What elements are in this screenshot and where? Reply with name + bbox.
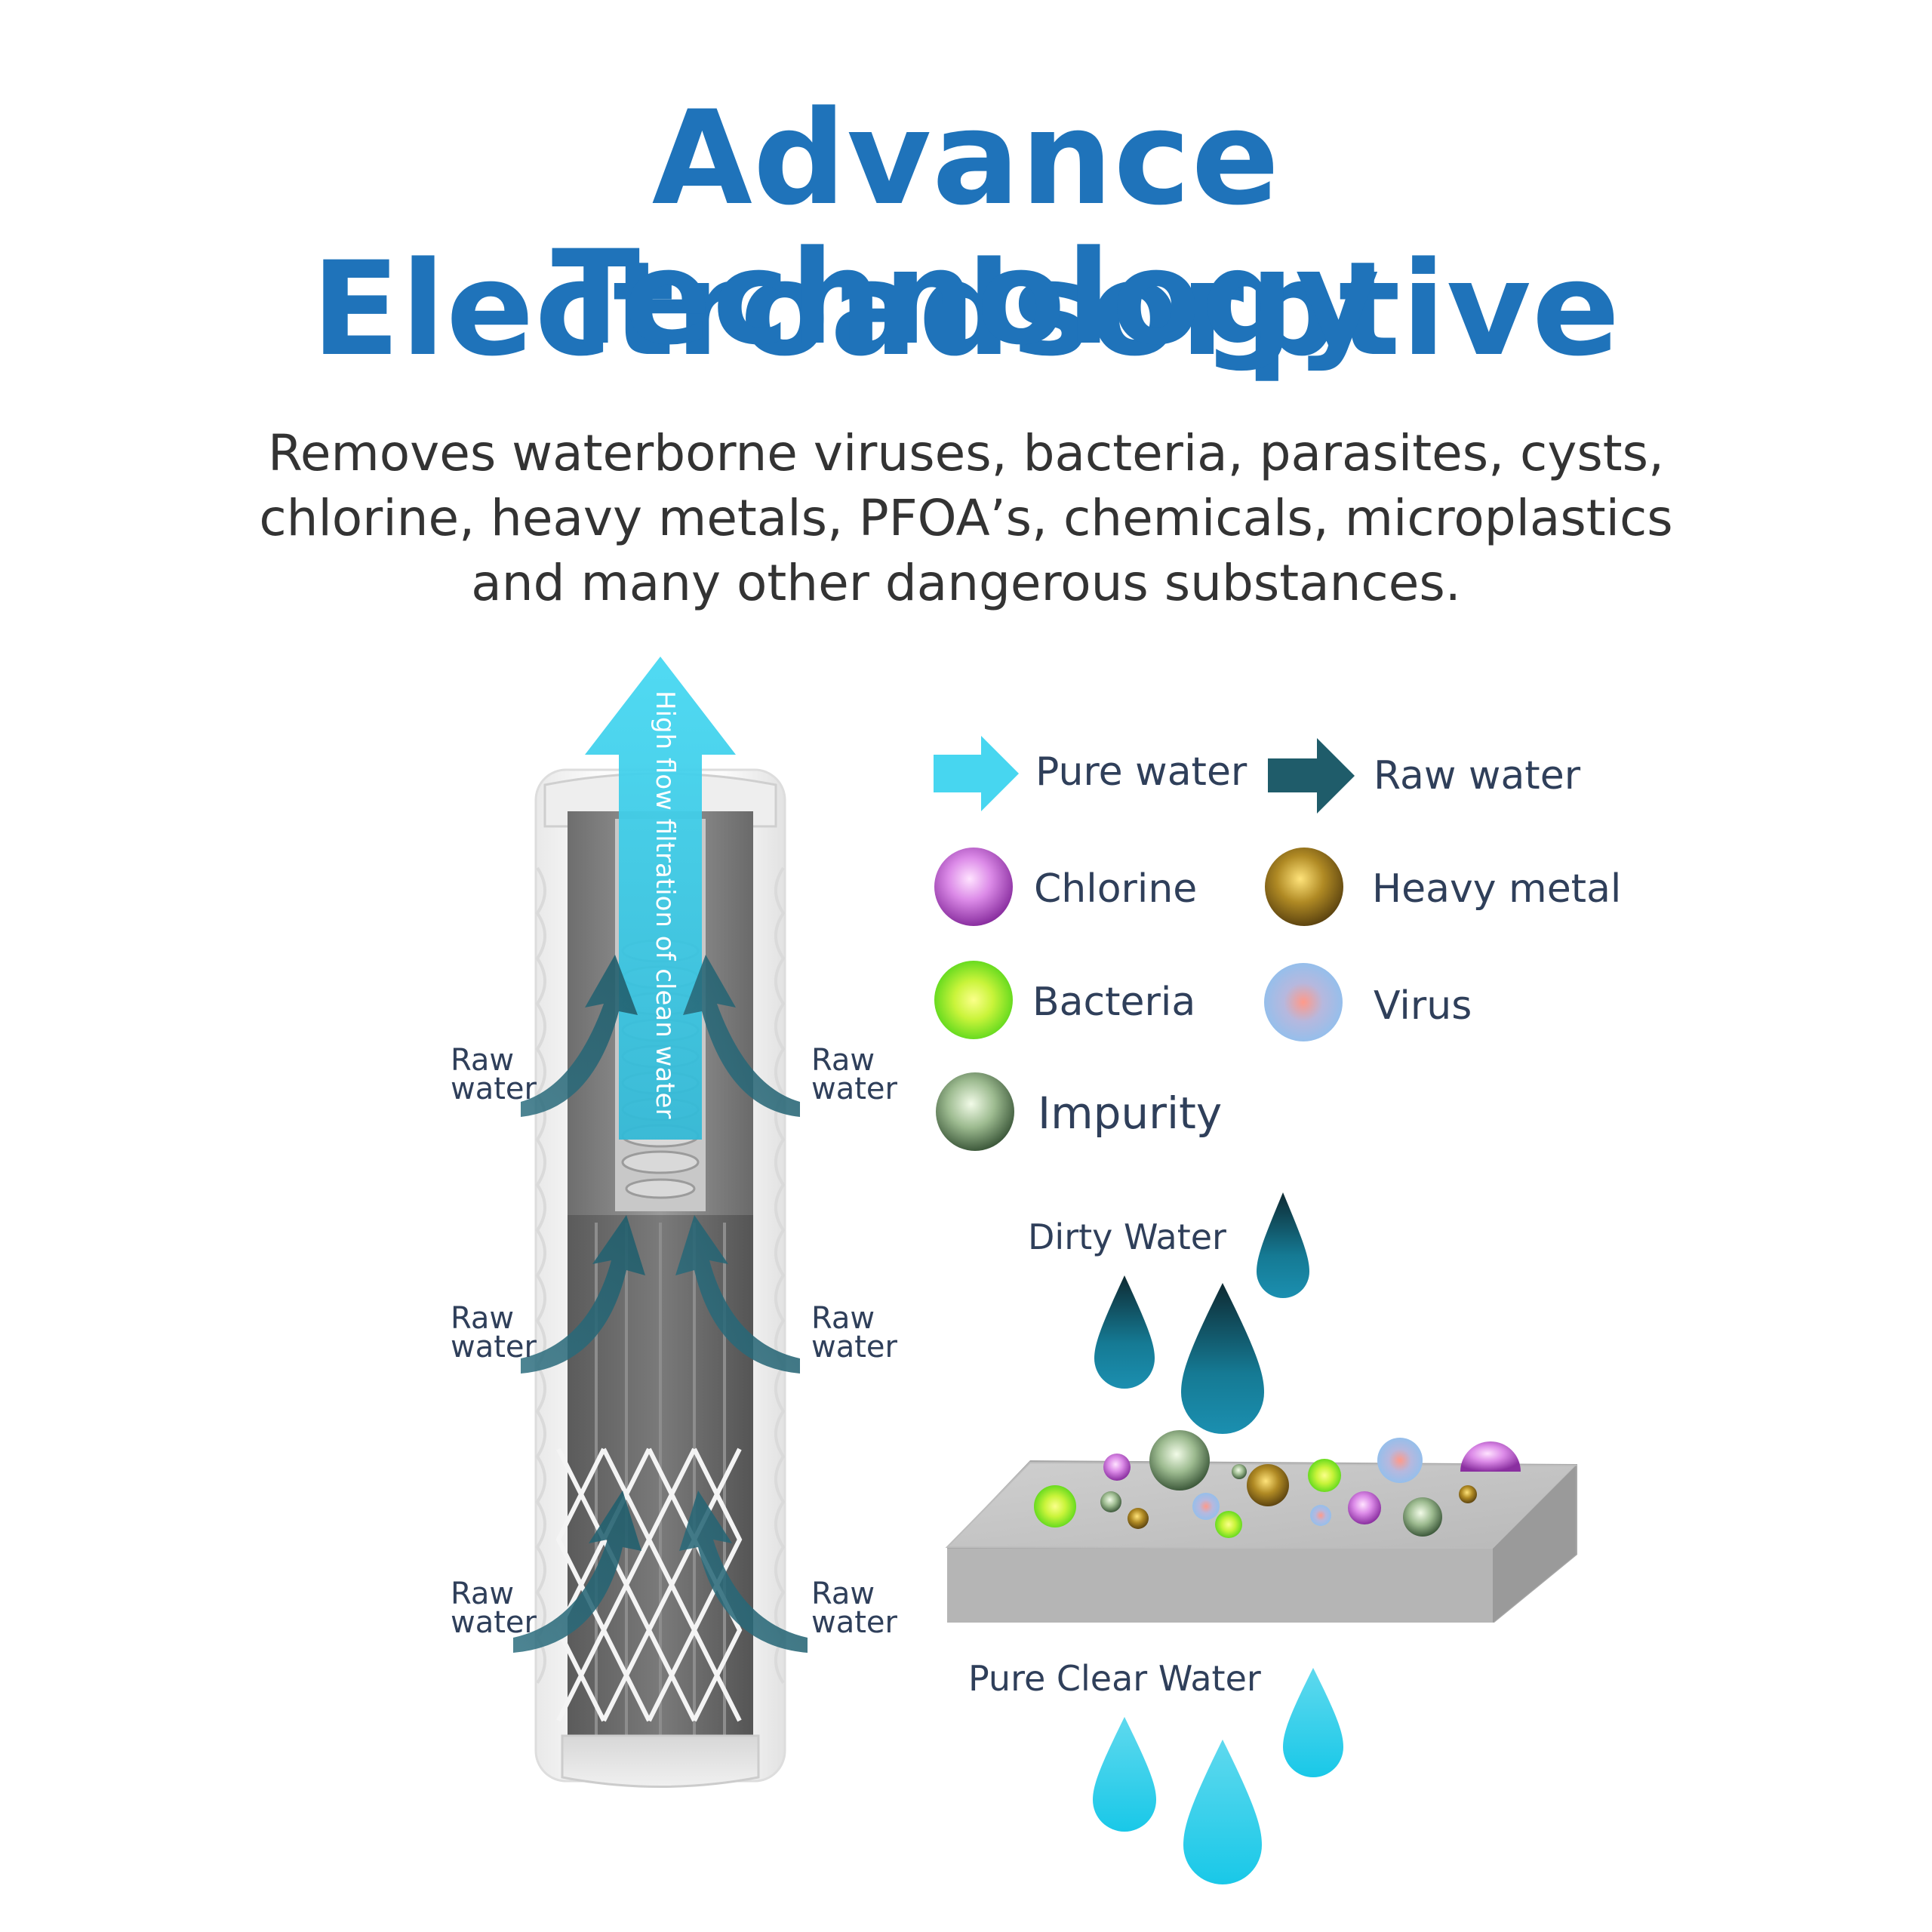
dirty-water-label: Dirty Water: [1028, 1217, 1226, 1257]
raw-water-labels: Raw water Raw water Raw water Raw water …: [451, 1043, 898, 1640]
raw-water-inflow-arrows: [513, 955, 808, 1653]
page-title-line-1: Advance Electroadsorptive: [311, 82, 1621, 385]
chlorine-particle: [1348, 1491, 1381, 1524]
legend-chlorine: Chlorine: [1034, 866, 1197, 912]
virus-particle-icon: [1264, 963, 1343, 1041]
virus-particle: [1310, 1505, 1331, 1526]
filter-base: [561, 1734, 760, 1788]
raw-water-arrow-middle-right: [675, 1215, 800, 1374]
adsorption-slab-front: [947, 1549, 1493, 1623]
raw-water-label-ur-line1: Raw: [811, 1043, 875, 1078]
virus-particle: [1377, 1438, 1423, 1483]
heavy-metal-particle: [1128, 1508, 1149, 1529]
raw-water-label-ll-line1: Raw: [451, 1577, 514, 1611]
bacteria-particle: [1215, 1511, 1242, 1538]
heavy-metal-particle-icon: [1265, 848, 1343, 926]
impurity-particle: [1403, 1497, 1442, 1537]
adsorbed-particles: [1034, 1430, 1521, 1538]
clean-water-drop: [1283, 1668, 1343, 1777]
raw-water-arrow-lower-right: [679, 1491, 808, 1653]
legend-bacteria: Bacteria: [1032, 980, 1195, 1025]
legend-impurity: Impurity: [1038, 1088, 1222, 1139]
clean-water-drop: [1093, 1717, 1156, 1832]
raw-water-label-lr-line1: Raw: [811, 1577, 875, 1611]
impurity-particle-icon: [936, 1072, 1014, 1151]
dirty-water-drop: [1257, 1192, 1309, 1298]
raw-water-label-lr-line2: water: [811, 1605, 898, 1640]
pure-water-arrow-icon: [934, 736, 1019, 811]
impurity-particle: [1149, 1430, 1210, 1491]
adsorption-process: Dirty Water Pure Cle: [945, 1192, 1578, 1884]
raw-water-label-ul-line1: Raw: [451, 1043, 514, 1078]
raw-water-label-ml-line1: Raw: [451, 1301, 514, 1336]
heavy-metal-particle: [1247, 1464, 1289, 1506]
subtitle-line-1: Removes waterborne viruses, bacteria, pa…: [267, 424, 1665, 482]
pure-clear-water-label: Pure Clear Water: [968, 1658, 1261, 1699]
legend: Pure water Raw water Chlorine Heavy meta…: [934, 736, 1621, 1151]
clean-water-drop: [1183, 1740, 1262, 1884]
bacteria-particle: [1034, 1485, 1076, 1527]
clean-water-up-arrow: [585, 657, 736, 1140]
raw-water-label-mr-line1: Raw: [811, 1301, 875, 1336]
legend-pure-water: Pure water: [1035, 749, 1247, 795]
legend-raw-water: Raw water: [1374, 753, 1581, 798]
chlorine-particle-icon: [934, 848, 1013, 926]
dirty-water-drop: [1094, 1275, 1155, 1389]
impurity-particle: [1232, 1464, 1247, 1479]
page-title-line-2: Technology: [551, 222, 1381, 374]
filter-cartridge: High flow filtration of clean water Raw …: [451, 657, 898, 1788]
raw-water-arrow-lower-left: [513, 1491, 641, 1653]
raw-water-label-ll-line2: water: [451, 1605, 537, 1640]
bacteria-particle-icon: [934, 961, 1013, 1039]
raw-water-label-ur-line2: water: [811, 1072, 898, 1106]
filter-side-mesh: [535, 866, 786, 1684]
heavy-metal-particle: [1459, 1485, 1477, 1503]
impurity-particle: [1100, 1491, 1121, 1512]
raw-water-label-ul-line2: water: [451, 1072, 537, 1106]
chlorine-particle: [1460, 1441, 1521, 1472]
dirty-water-drop: [1181, 1283, 1264, 1434]
legend-virus: Virus: [1374, 983, 1472, 1029]
subtitle-line-3: and many other dangerous substances.: [471, 554, 1461, 612]
subtitle-line-2: chlorine, heavy metals, PFOA’s, chemical…: [259, 489, 1673, 547]
raw-water-arrow-icon: [1268, 738, 1355, 814]
adsorption-slab-side: [1493, 1466, 1576, 1623]
raw-water-label-ml-line2: water: [451, 1330, 537, 1364]
chlorine-particle: [1103, 1454, 1131, 1481]
raw-water-label-mr-line2: water: [811, 1330, 898, 1364]
bacteria-particle: [1308, 1459, 1341, 1492]
legend-heavy-metal: Heavy metal: [1372, 866, 1621, 912]
raw-water-arrow-middle-left: [521, 1215, 645, 1374]
clean-water-arrow-label: High flow filtration of clean water: [650, 691, 680, 1118]
raw-water-arrow-upper-left: [521, 955, 638, 1117]
raw-water-arrow-upper-right: [683, 955, 800, 1117]
virus-particle: [1192, 1493, 1220, 1520]
